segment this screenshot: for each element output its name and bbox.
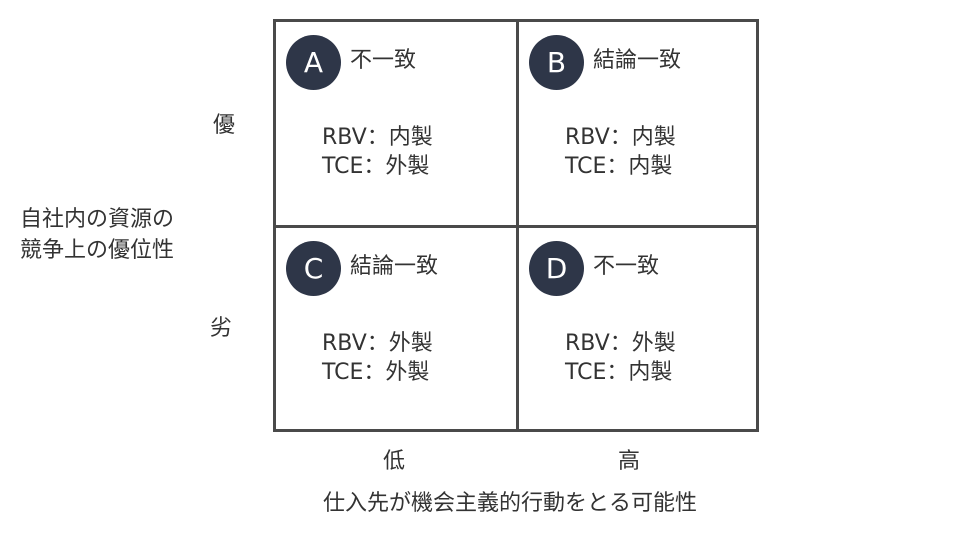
y-axis-title-line2: 競争上の優位性: [20, 238, 175, 263]
quadrant-a-badge: A: [286, 35, 341, 90]
quadrant-c-badge: C: [286, 241, 341, 296]
quadrant-c: C 結論一致 RBV：外製 TCE：外製: [276, 228, 516, 431]
quadrant-a: A 不一致 RBV：内製 TCE：外製: [276, 22, 516, 225]
x-axis-title: 仕入先が機会主義的行動をとる可能性: [323, 491, 698, 516]
y-axis-title-line1: 自社内の資源の: [20, 207, 175, 232]
quadrant-d-badge: D: [529, 241, 584, 296]
quadrant-c-tce: TCE：外製: [322, 360, 430, 385]
x-axis-low-label: 低: [383, 449, 406, 474]
y-axis-high-label: 優: [213, 113, 236, 138]
quadrant-c-title: 結論一致: [350, 254, 439, 279]
quadrant-b-badge: B: [529, 35, 584, 90]
quadrant-d-tce: TCE：内製: [565, 360, 673, 385]
quadrant-b: B 結論一致 RBV：内製 TCE：内製: [519, 22, 759, 225]
quadrant-b-details: RBV：内製 TCE：内製: [565, 123, 676, 181]
quadrant-c-details: RBV：外製 TCE：外製: [322, 329, 433, 387]
quadrant-d-details: RBV：外製 TCE：内製: [565, 329, 676, 387]
matrix-horizontal-divider: [276, 225, 756, 228]
quadrant-d-title: 不一致: [593, 254, 660, 279]
quadrant-b-rbv: RBV：内製: [565, 125, 676, 150]
quadrant-d: D 不一致 RBV：外製 TCE：内製: [519, 228, 759, 431]
quadrant-a-tce: TCE：外製: [322, 154, 430, 179]
quadrant-b-tce: TCE：内製: [565, 154, 673, 179]
quadrant-a-details: RBV：内製 TCE：外製: [322, 123, 433, 181]
quadrant-a-rbv: RBV：内製: [322, 125, 433, 150]
quadrant-a-title: 不一致: [350, 48, 417, 73]
quadrant-b-title: 結論一致: [593, 48, 682, 73]
quadrant-matrix: A 不一致 RBV：内製 TCE：外製 B 結論一致 RBV：内製 TCE：内製…: [273, 19, 759, 432]
quadrant-d-rbv: RBV：外製: [565, 331, 676, 356]
y-axis-low-label: 劣: [210, 316, 233, 341]
x-axis-high-label: 高: [618, 449, 641, 474]
y-axis-title: 自社内の資源の 競争上の優位性: [20, 204, 174, 266]
quadrant-c-rbv: RBV：外製: [322, 331, 433, 356]
